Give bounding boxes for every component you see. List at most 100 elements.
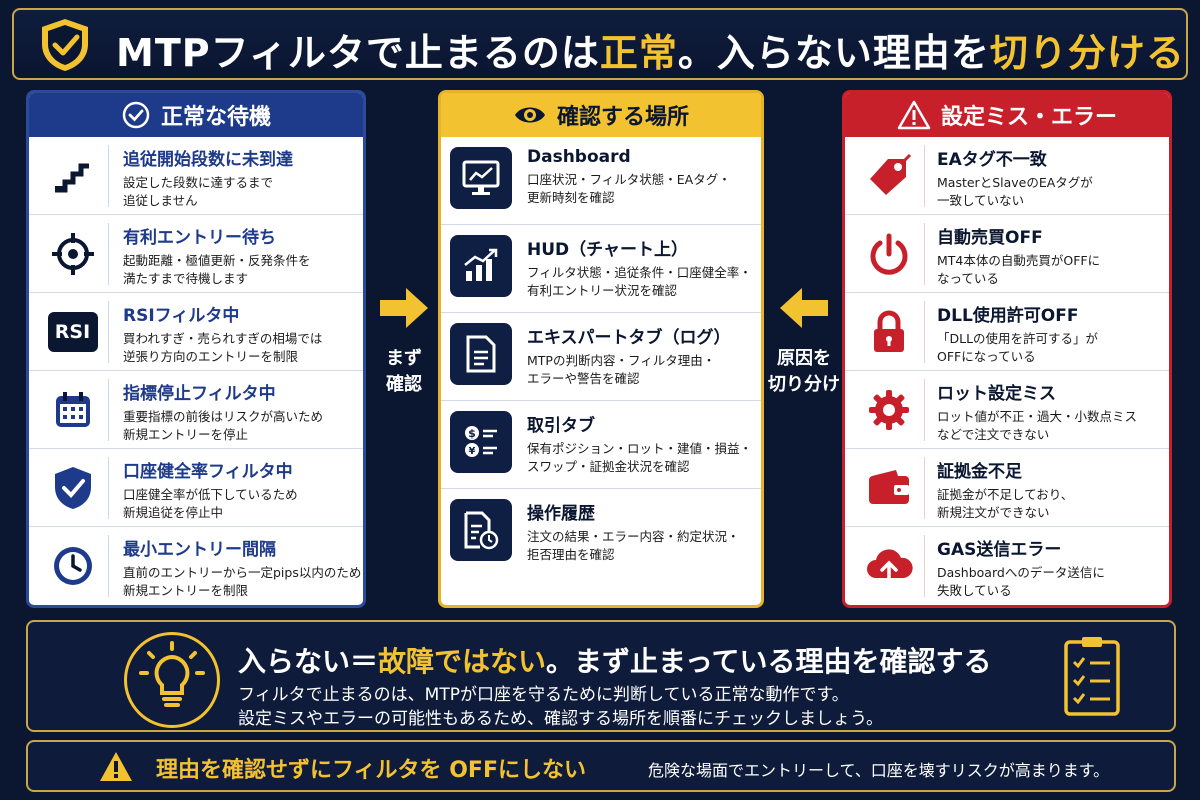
warning-text: 危険な場面でエントリーして、口座を壊すリスクが高まります。 <box>648 761 1110 780</box>
stairs-icon <box>54 163 89 193</box>
list-item: GAS送信エラー Dashboardへのデータ送信に 失敗している <box>845 527 1169 605</box>
item-title: 指標停止フィルタ中 <box>123 384 276 404</box>
item-desc: 有利エントリー状況を確認 <box>527 283 678 298</box>
item-desc: 直前のエントリーから一定pips以内のため <box>123 565 362 580</box>
item-desc: 口座状況・フィルタ状態・EAタグ・ <box>527 172 731 187</box>
list-item: ロット設定ミス ロット値が不正・過大・小数点ミス などで注文できない <box>845 371 1169 449</box>
item-title: Dashboard <box>527 147 631 167</box>
item-desc: 一致していない <box>937 193 1025 208</box>
item-desc: フィルタ状態・追従条件・口座健全率・ <box>527 265 752 280</box>
item-desc: Dashboardへのデータ送信に <box>937 565 1105 580</box>
summary-box: 入らない＝故障ではない。まず止まっている理由を確認する フィルタで止まるのは、M… <box>26 620 1176 732</box>
item-title: 口座健全率フィルタ中 <box>123 462 293 482</box>
panel-header: 設定ミス・エラー <box>845 93 1169 137</box>
svg-text:$: $ <box>468 427 476 440</box>
item-desc: 新規追従を停止中 <box>123 505 224 520</box>
panel-header: 正常な待機 <box>29 93 363 137</box>
item-title: 取引タブ <box>527 416 595 436</box>
item-title: 有利エントリー待ち <box>123 228 276 248</box>
item-desc: OFFになっている <box>937 349 1036 364</box>
item-desc: 証拠金が不足しており、 <box>937 487 1074 502</box>
item-desc: スワップ・証拠金状況を確認 <box>527 459 690 474</box>
item-title: GAS送信エラー <box>937 540 1062 560</box>
wallet-icon <box>868 470 909 504</box>
currency-list-icon: $ ¥ <box>465 426 497 457</box>
item-title: 自動売買OFF <box>937 228 1043 248</box>
item-desc: などで注文できない <box>937 427 1050 442</box>
arrow-check-first: まず 確認 <box>372 286 436 398</box>
list-item: 自動売買OFF MT4本体の自動売買がOFFに なっている <box>845 215 1169 293</box>
arrow-right-icon <box>380 288 428 328</box>
tag-icon <box>869 153 911 195</box>
list-item: 有利エントリー待ち 起動距離・極値更新・反発条件を 満たすまで待機します <box>29 215 363 293</box>
item-desc: なっている <box>937 271 999 286</box>
item-desc: 注文の結果・エラー内容・約定状況・ <box>527 529 740 544</box>
config-error-panel: 設定ミス・エラー EAタグ不一致 MasterとSlaveのEAタグが 一致して… <box>842 90 1172 608</box>
warning-icon <box>897 100 931 130</box>
item-desc: 重要指標の前後はリスクが高いため <box>123 409 324 424</box>
summary-line: フィルタで止まるのは、MTPが口座を守るために判断している正常な動作です。 <box>238 685 849 705</box>
list-item: 操作履歴 注文の結果・エラー内容・約定状況・ 拒否理由を確認 <box>441 489 761 577</box>
item-desc: 起動距離・極値更新・反発条件を <box>123 253 311 268</box>
item-title: DLL使用許可OFF <box>937 306 1079 326</box>
item-desc: 保有ポジション・ロット・建値・損益・ <box>527 441 753 456</box>
item-desc: 口座健全率が低下しているため <box>123 487 298 502</box>
item-desc: 満たすまで待機します <box>123 271 249 286</box>
item-title: 操作履歴 <box>527 504 595 524</box>
arrow-isolate-cause: 原因を 切り分け <box>768 286 840 398</box>
item-desc: 「DLLの使用を許可する」が <box>937 331 1099 346</box>
list-item: $ ¥ 取引タブ 保有ポジション・ロット・建値・損益・ スワップ・証拠金状況を確… <box>441 401 761 489</box>
item-title: 証拠金不足 <box>937 462 1022 482</box>
item-desc: 逆張り方向のエントリーを制限 <box>123 349 299 364</box>
power-icon <box>870 233 907 275</box>
document-icon <box>466 335 496 373</box>
check-location-panel: 確認する場所 Dashboard 口座状況・フィルタ状態・EAタグ・ 更新時刻を… <box>438 90 764 608</box>
item-title: HUD（チャート上） <box>527 240 688 260</box>
calendar-icon <box>55 392 90 427</box>
normal-wait-panel: 正常な待機 追従開始段数に未到達 設定した段数に達するまで 追従しません 有利エ… <box>26 90 366 608</box>
lightbulb-icon <box>139 641 205 707</box>
item-desc: 買われすぎ・売られすぎの相場では <box>123 331 323 346</box>
shield-check-icon <box>42 19 88 71</box>
item-title: ロット設定ミス <box>937 384 1056 404</box>
item-desc: エラーや警告を確認 <box>527 371 640 386</box>
crosshair-icon <box>51 233 94 275</box>
item-title: エキスパートタブ（ログ） <box>527 328 731 348</box>
list-item: 指標停止フィルタ中 重要指標の前後はリスクが高いため 新規エントリーを停止 <box>29 371 363 449</box>
list-item: RSI RSIフィルタ中 買われすぎ・売られすぎの相場では 逆張り方向のエントリ… <box>29 293 363 371</box>
item-title: EAタグ不一致 <box>937 150 1047 170</box>
list-item: 最小エントリー間隔 直前のエントリーから一定pips以内のため 新規エントリーを… <box>29 527 363 605</box>
item-desc: 設定した段数に達するまで <box>123 175 274 190</box>
item-desc: 新規エントリーを停止 <box>123 427 249 442</box>
checklist-icon <box>1064 637 1120 716</box>
summary-heading: 入らない＝故障ではない。まず止まっている理由を確認する <box>238 645 992 678</box>
page-title: MTPフィルタで止まるのは正常。入らない理由を切り分ける <box>116 31 1185 75</box>
item-title: 最小エントリー間隔 <box>123 540 276 560</box>
item-desc: MT4本体の自動売買がOFFに <box>937 253 1101 268</box>
item-desc: 新規エントリーを制限 <box>123 583 249 598</box>
summary-line: 設定ミスやエラーの可能性もあるため、確認する場所を順番にチェックしましょう。 <box>238 709 883 729</box>
shield-check-icon <box>54 467 91 509</box>
item-desc: 更新時刻を確認 <box>527 190 615 205</box>
cloud-upload-icon <box>866 549 913 584</box>
check-circle-icon <box>122 101 150 129</box>
gear-icon <box>868 390 909 430</box>
item-desc: 新規注文ができない <box>937 505 1050 520</box>
eye-icon <box>514 107 545 123</box>
svg-text:¥: ¥ <box>469 446 476 457</box>
bar-chart-icon <box>464 248 498 281</box>
history-doc-icon <box>464 511 499 550</box>
clock-icon <box>53 547 92 585</box>
panel-header: 確認する場所 <box>441 93 761 137</box>
title-bar: MTPフィルタで止まるのは正常。入らない理由を切り分ける <box>12 8 1188 80</box>
item-title: RSIフィルタ中 <box>123 306 240 326</box>
warning-icon <box>100 752 132 781</box>
list-item: Dashboard 口座状況・フィルタ状態・EAタグ・ 更新時刻を確認 <box>441 137 761 225</box>
item-desc: MTPの判断内容・フィルタ理由・ <box>527 353 716 368</box>
list-item: 追従開始段数に未到達 設定した段数に達するまで 追従しません <box>29 137 363 215</box>
rsi-icon: RSI <box>47 312 98 352</box>
list-item: エキスパートタブ（ログ） MTPの判断内容・フィルタ理由・ エラーや警告を確認 <box>441 313 761 401</box>
item-desc: 失敗している <box>937 583 1012 598</box>
arrow-left-icon <box>780 288 828 328</box>
lock-icon <box>873 310 904 352</box>
